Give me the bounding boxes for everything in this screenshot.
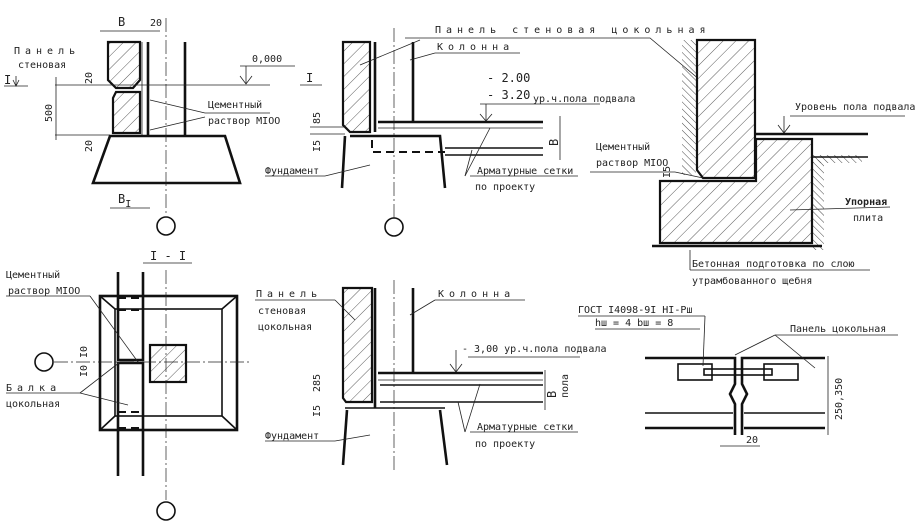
wall-panel xyxy=(695,38,757,180)
label-per-design: по проекту xyxy=(475,182,535,193)
label-column: Колонна xyxy=(438,289,515,300)
dim-20: 20 xyxy=(150,18,162,29)
dim-85: 85 xyxy=(312,112,323,124)
dim-floor: пола xyxy=(560,374,571,398)
label-gost-weld: ГОСТ I4098-9I HI-Pш xyxy=(578,305,692,316)
section-mark: I xyxy=(306,71,313,85)
detail-5-basement-floor-section: Панель стеновая цокольная Колонна - 3,00… xyxy=(255,280,607,470)
label-mortar: Цементный xyxy=(596,141,650,153)
detail-6-panel-joint-plan: ГОСТ I4098-9I HI-Pш hш = 4 bш = 8 Панель… xyxy=(578,305,898,447)
detail-1-panel-joint-elevation: B 20 Панель стеновая I 0,000 Цементный р… xyxy=(4,15,295,236)
level-mark: - 3,00 ур.ч.пола подвала xyxy=(462,344,607,355)
label-plinth-panel: Панель цокольная xyxy=(790,324,886,335)
label-mortar: Цементный xyxy=(208,99,262,111)
section-title: I - I xyxy=(150,249,186,263)
label-beam: Балка xyxy=(6,383,61,394)
axis-marker-circle xyxy=(34,352,54,372)
dim-500: 500 xyxy=(44,104,55,122)
level-mark: - 2.00 xyxy=(487,71,530,85)
wall-panel xyxy=(341,40,372,134)
axis-marker-circle xyxy=(156,216,176,236)
label-plinth: цокольная xyxy=(6,399,60,410)
dim-panel-height: 250,350 xyxy=(834,378,845,420)
dim-10: I0 xyxy=(79,365,90,377)
connecting-bar xyxy=(703,368,773,376)
label-panel: Панель xyxy=(256,289,322,300)
dim-b: B xyxy=(545,391,559,398)
dim-10: I0 xyxy=(79,346,90,358)
panel-joint xyxy=(645,356,825,435)
label-foundation: Фундамент xyxy=(265,166,319,177)
label-slab: плита xyxy=(853,213,883,224)
foundation xyxy=(91,134,242,185)
label-mortar-grade: раствор MIOO xyxy=(208,116,280,127)
dim-15: I5 xyxy=(662,166,673,178)
label-panel: Панель xyxy=(14,46,80,57)
dim-15: I5 xyxy=(312,140,323,152)
detail-2-basement-floor-section: Панель стеновая цокольная Колонна I - 2.… xyxy=(265,25,711,237)
dim-b1: BI xyxy=(118,192,131,210)
embedded-plate xyxy=(763,363,799,381)
retaining-slab xyxy=(658,137,814,245)
label-retaining: Упорная xyxy=(845,197,887,208)
label-mortar: Цементный xyxy=(6,269,60,281)
label-panel-wall: стеновая xyxy=(258,306,306,317)
level-mark: - 3.20 xyxy=(487,88,530,102)
axis-marker-circle xyxy=(384,217,404,237)
label-per-design: по проекту xyxy=(475,439,535,450)
dim-b: B xyxy=(547,139,561,146)
embedded-plate xyxy=(677,363,713,381)
label-panel-wall-plinth: Панель стеновая цокольная xyxy=(435,25,711,36)
dim-b: B xyxy=(118,15,125,29)
column-section xyxy=(148,343,188,384)
dim-20: 20 xyxy=(84,140,95,152)
wall-panel-lower xyxy=(111,90,142,135)
label-panel-wall: стеновая xyxy=(18,60,66,71)
wall-panel xyxy=(341,286,374,404)
dim-285: 285 xyxy=(312,374,323,392)
label-crushed-stone: утрамбованного щебня xyxy=(692,275,812,287)
label-basement-floor-level: Уровень пола подвала xyxy=(795,102,915,113)
wall-panel-upper xyxy=(106,40,142,90)
dim-20: 20 xyxy=(84,72,95,84)
dim-20: 20 xyxy=(746,435,758,446)
label-panel-plinth: цокольная xyxy=(258,322,312,333)
label-foundation: Фундамент xyxy=(265,431,319,442)
label-mortar-grade: раствор MIOO xyxy=(596,158,668,169)
label-mortar-grade: раствор MIOO xyxy=(8,286,80,297)
dim-15: I5 xyxy=(312,405,323,417)
label-rebar-mesh: Арматурные сетки xyxy=(477,166,573,177)
label-column: Колонна xyxy=(437,42,514,53)
axis-marker-circle xyxy=(156,501,176,521)
label-rebar-mesh: Арматурные сетки xyxy=(477,422,573,433)
foundation-outline xyxy=(98,294,239,432)
detail-4-section-i-i-plan: I - I Цементный раствор MIOO I0 I0 Балка… xyxy=(6,249,250,521)
foundation xyxy=(341,409,449,466)
section-mark: I xyxy=(4,73,11,87)
label-floor-level: ур.ч.пола подвала xyxy=(533,94,635,105)
label-weld-size: hш = 4 bш = 8 xyxy=(595,318,673,329)
level-mark: 0,000 xyxy=(252,54,282,65)
label-concrete-prep: Бетонная подготовка по слою xyxy=(692,259,855,270)
foundation xyxy=(340,134,447,189)
detail-3-retaining-slab: Уровень пола подвала Цементный раствор M… xyxy=(590,38,915,287)
